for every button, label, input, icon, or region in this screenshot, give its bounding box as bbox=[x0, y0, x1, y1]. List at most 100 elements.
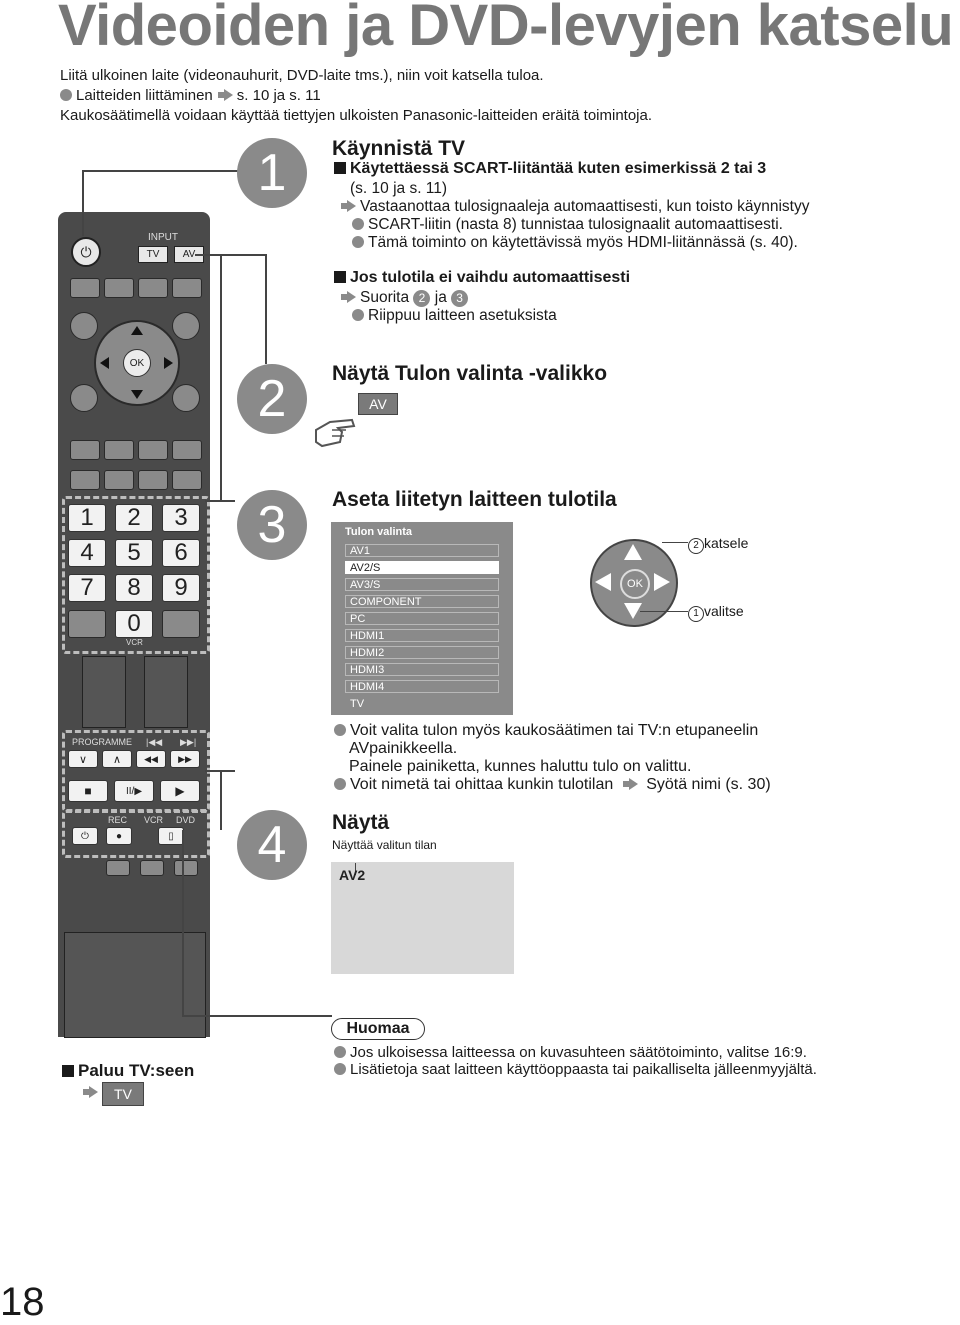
arrow-right-icon bbox=[341, 291, 356, 303]
page-number: 18 bbox=[0, 1280, 45, 1324]
number-key-7[interactable]: 7 bbox=[68, 574, 106, 602]
remote-button[interactable] bbox=[172, 440, 202, 460]
remote-dpad[interactable]: OK bbox=[94, 320, 180, 406]
remote-button[interactable] bbox=[162, 610, 200, 638]
up-arrow-icon bbox=[131, 326, 143, 335]
note-bullet-2: Lisätietoja saat laitteen käyttöoppaasta… bbox=[334, 1060, 817, 1079]
play-button[interactable]: ▶ bbox=[160, 780, 200, 802]
step-3-note-1-cont-2: Painele painiketta, kunnes haluttu tulo … bbox=[349, 758, 692, 775]
power-icon: ⏻ bbox=[81, 830, 89, 842]
menu-item-av3s[interactable]: AV3/S bbox=[345, 578, 499, 591]
menu-item-av1[interactable]: AV1 bbox=[345, 544, 499, 557]
menu-item-hdmi4[interactable]: HDMI4 bbox=[345, 680, 499, 693]
return-tv-row bbox=[78, 1084, 102, 1102]
bullet-icon bbox=[334, 1063, 346, 1075]
remote-button[interactable] bbox=[68, 610, 106, 638]
menu-item-tv[interactable]: TV bbox=[350, 698, 365, 710]
page-title: Videoiden ja DVD-levyjen katselu bbox=[58, 0, 954, 58]
fast-forward-button[interactable]: ▶▶ bbox=[170, 750, 200, 768]
vcr-small-label: VCR bbox=[126, 638, 143, 647]
step-4-heading: Näytä bbox=[332, 811, 390, 834]
remote-control: ⏻ INPUT TV AV OK 1 2 3 4 5 6 7 8 9 0 VCR… bbox=[58, 212, 210, 1038]
vcr-dvd-switch[interactable]: ▯ bbox=[158, 827, 184, 845]
remote-button[interactable] bbox=[70, 278, 100, 298]
remote-button[interactable] bbox=[138, 470, 168, 490]
remote-button[interactable] bbox=[138, 440, 168, 460]
bullet-icon bbox=[334, 1046, 346, 1058]
menu-item-hdmi2[interactable]: HDMI2 bbox=[345, 646, 499, 659]
record-button[interactable]: ● bbox=[106, 827, 132, 845]
number-key-4[interactable]: 4 bbox=[68, 539, 106, 567]
arrow-right-icon bbox=[217, 89, 233, 101]
menu-item-hdmi1[interactable]: HDMI1 bbox=[345, 629, 499, 642]
dpad-illustration: OK bbox=[590, 539, 678, 627]
number-key-2[interactable]: 2 bbox=[115, 504, 153, 532]
up-arrow-icon bbox=[624, 544, 642, 560]
remote-button[interactable] bbox=[70, 470, 100, 490]
stop-button[interactable]: ■ bbox=[68, 780, 108, 802]
square-bullet-icon bbox=[334, 271, 346, 283]
remote-button[interactable] bbox=[104, 278, 134, 298]
bullet-icon bbox=[352, 218, 364, 230]
arrow-right-icon bbox=[83, 1086, 98, 1098]
rec-label: REC bbox=[108, 815, 128, 825]
number-key-3[interactable]: 3 bbox=[162, 504, 200, 532]
step-ref-circle: 3 bbox=[451, 290, 469, 307]
number-key-8[interactable]: 8 bbox=[115, 574, 153, 602]
menu-item-av2s[interactable]: AV2/S bbox=[345, 561, 499, 574]
right-arrow-icon bbox=[164, 357, 173, 369]
av-key[interactable]: AV bbox=[358, 393, 398, 415]
power-button[interactable]: ⏻ bbox=[71, 237, 101, 267]
device-power-button[interactable]: ⏻ bbox=[72, 827, 98, 845]
remote-button[interactable] bbox=[172, 278, 202, 298]
remote-button[interactable] bbox=[106, 860, 130, 876]
channel-up-button[interactable]: ∧ bbox=[102, 750, 132, 768]
menu-item-component[interactable]: COMPONENT bbox=[345, 595, 499, 608]
square-bullet-icon bbox=[62, 1065, 74, 1077]
intro-line-3: Kaukosäätimellä voidaan käyttää tiettyje… bbox=[60, 107, 653, 124]
number-key-0[interactable]: 0 bbox=[115, 610, 153, 638]
bullet-icon bbox=[334, 778, 346, 790]
pause-play-button[interactable]: II/▶ bbox=[114, 780, 154, 802]
step-3-note-1-cont: AVpainikkeella. bbox=[349, 740, 458, 757]
rewind-button[interactable]: ◀◀ bbox=[136, 750, 166, 768]
step-2-heading: Näytä Tulon valinta -valikko bbox=[332, 362, 608, 385]
remote-button[interactable] bbox=[174, 860, 198, 876]
number-key-5[interactable]: 5 bbox=[115, 539, 153, 567]
step-ref-circle: 2 bbox=[413, 290, 431, 307]
tv-key[interactable]: TV bbox=[102, 1082, 144, 1106]
remote-button[interactable] bbox=[140, 860, 164, 876]
menu-item-hdmi3[interactable]: HDMI3 bbox=[345, 663, 499, 676]
remote-button[interactable] bbox=[70, 384, 98, 412]
remote-button[interactable] bbox=[104, 470, 134, 490]
remote-button[interactable] bbox=[104, 440, 134, 460]
switch-icon: ▯ bbox=[168, 830, 174, 842]
remote-button[interactable] bbox=[172, 470, 202, 490]
down-arrow-icon bbox=[131, 390, 143, 399]
input-label: INPUT bbox=[148, 232, 178, 243]
right-arrow-icon bbox=[654, 573, 670, 591]
menu-item-pc[interactable]: PC bbox=[345, 612, 499, 625]
rec-frame bbox=[62, 810, 210, 858]
tv-input-button[interactable]: TV bbox=[138, 246, 168, 263]
remote-button[interactable] bbox=[70, 440, 100, 460]
remote-button[interactable] bbox=[172, 312, 200, 340]
step-1-bullet-1: SCART-liitin (nasta 8) tunnistaa tulosig… bbox=[352, 215, 783, 234]
remote-button[interactable] bbox=[138, 278, 168, 298]
step-1-bullet-2: Tämä toiminto on käytettävissä myös HDMI… bbox=[352, 233, 798, 252]
number-key-9[interactable]: 9 bbox=[162, 574, 200, 602]
bullet-icon bbox=[60, 89, 72, 101]
step-number-3: 3 bbox=[237, 490, 307, 560]
arrow-right-icon bbox=[341, 200, 356, 212]
number-key-6[interactable]: 6 bbox=[162, 539, 200, 567]
skip-back-label: |◀◀ bbox=[146, 737, 163, 747]
number-key-1[interactable]: 1 bbox=[68, 504, 106, 532]
square-bullet-icon bbox=[334, 162, 346, 174]
channel-down-button[interactable]: ∨ bbox=[68, 750, 98, 768]
remote-button[interactable] bbox=[172, 384, 200, 412]
skip-forward-label: ▶▶| bbox=[180, 737, 197, 747]
remote-button[interactable] bbox=[70, 312, 98, 340]
step-1-heading: Käynnistä TV bbox=[332, 137, 466, 160]
remote-ok-button[interactable]: OK bbox=[123, 349, 151, 377]
step-1-sub2-bullet: Riippuu laitteen asetuksista bbox=[352, 306, 557, 325]
